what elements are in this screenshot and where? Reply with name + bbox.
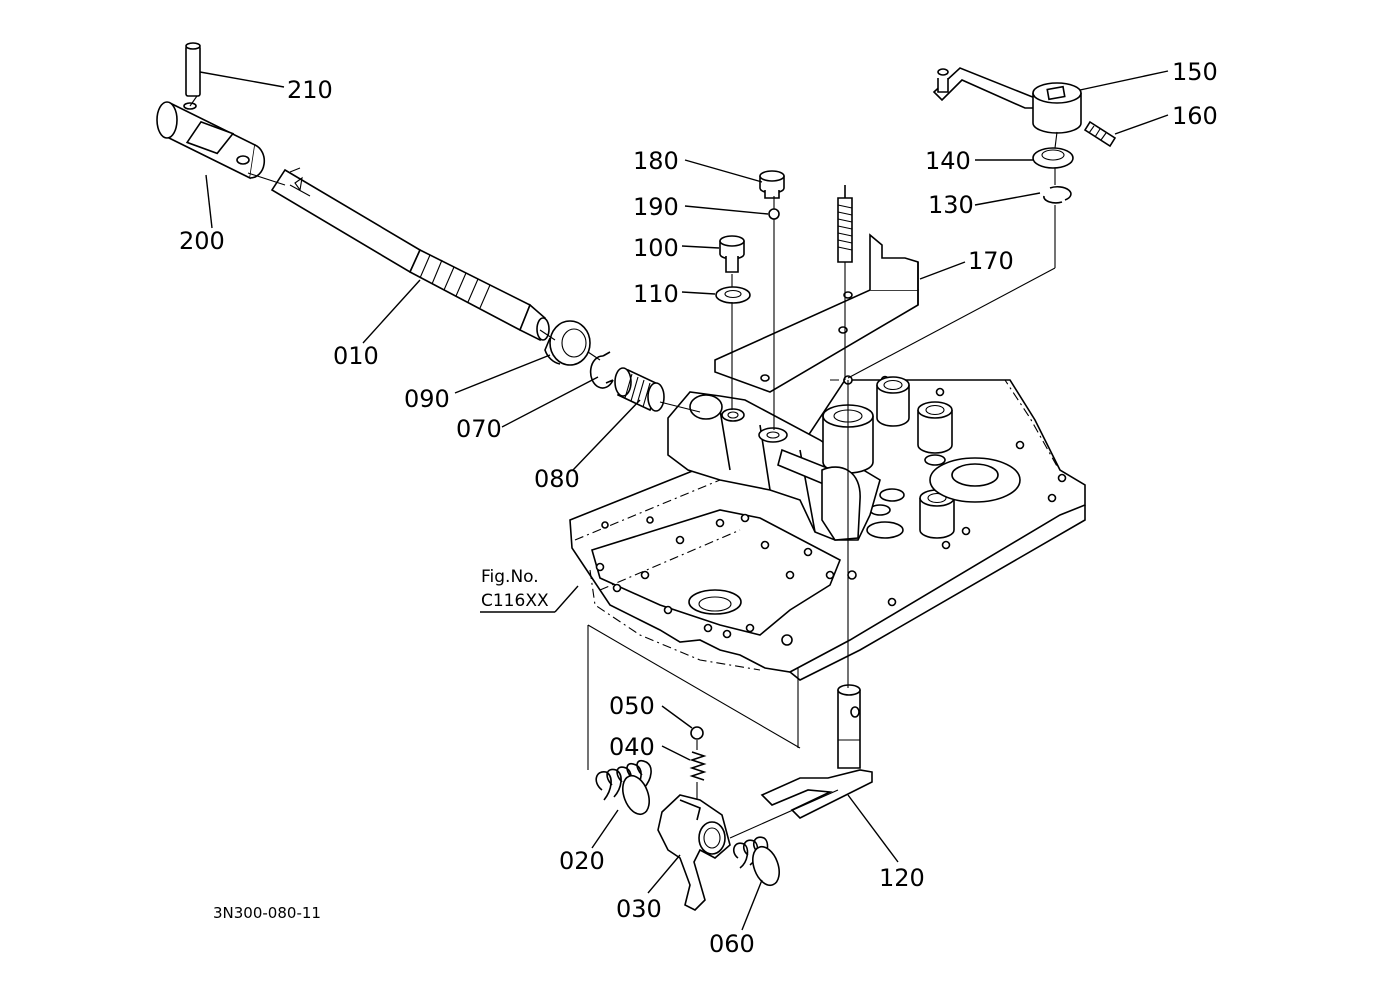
- spring-040: [689, 751, 707, 781]
- shaft-assembly: [156, 42, 665, 412]
- ball-050: [690, 726, 704, 740]
- lever-030: [657, 794, 731, 911]
- label-060: 060: [709, 930, 755, 958]
- bolt-180: [759, 170, 785, 199]
- label-190: 190: [633, 193, 679, 221]
- label-030: 030: [616, 895, 662, 923]
- label-140: 140: [925, 147, 971, 175]
- label-130: 130: [928, 191, 974, 219]
- seal-090: [544, 320, 591, 366]
- label-170: 170: [968, 247, 1014, 275]
- leader-lines: [199, 70, 1169, 931]
- label-180: 180: [633, 147, 679, 175]
- label-070: 070: [456, 415, 502, 443]
- shaft-120: [760, 684, 873, 819]
- label-050: 050: [609, 692, 655, 720]
- bearing-080: [614, 367, 665, 412]
- label-160: 160: [1172, 102, 1218, 130]
- washer-140: [1032, 147, 1074, 169]
- plate-170: [714, 233, 919, 393]
- shaft-010: [270, 167, 550, 342]
- label-120: 120: [879, 864, 925, 892]
- spring-020: [595, 759, 652, 816]
- pin-160: [1083, 120, 1117, 148]
- housing-plate: [569, 375, 1086, 681]
- stud: [837, 185, 853, 263]
- label-020: 020: [559, 847, 605, 875]
- coupling-200: [156, 101, 266, 180]
- label-150: 150: [1172, 58, 1218, 86]
- lever-150: [932, 67, 1082, 134]
- spring-060: [732, 836, 780, 887]
- label-210: 210: [287, 76, 333, 104]
- plate-holes: [595, 375, 1067, 646]
- label-080: 080: [534, 465, 580, 493]
- drawing-code: 3N300-080-11: [213, 904, 321, 922]
- plate-bosses: [866, 376, 1021, 539]
- lower-parts: [595, 684, 873, 911]
- circlip-070: [589, 351, 614, 389]
- label-040: 040: [609, 733, 655, 761]
- label-010: 010: [333, 342, 379, 370]
- label-090: 090: [404, 385, 450, 413]
- label-110: 110: [633, 280, 679, 308]
- alignment-lines: [189, 95, 1058, 839]
- bolt-100: [719, 235, 745, 273]
- washer-110: [715, 286, 751, 304]
- upper-parts: [714, 67, 1117, 393]
- label-100: 100: [633, 234, 679, 262]
- figure-ref-title: Fig.No.: [481, 567, 539, 587]
- figure-ref-number: C116XX: [481, 591, 549, 611]
- circlip-130: [1043, 185, 1072, 204]
- ball-190: [768, 208, 780, 220]
- pin-210: [185, 42, 201, 97]
- label-200: 200: [179, 227, 225, 255]
- part-labels: 210 200 010 090 070 080 180 190 100 110 …: [179, 58, 1218, 958]
